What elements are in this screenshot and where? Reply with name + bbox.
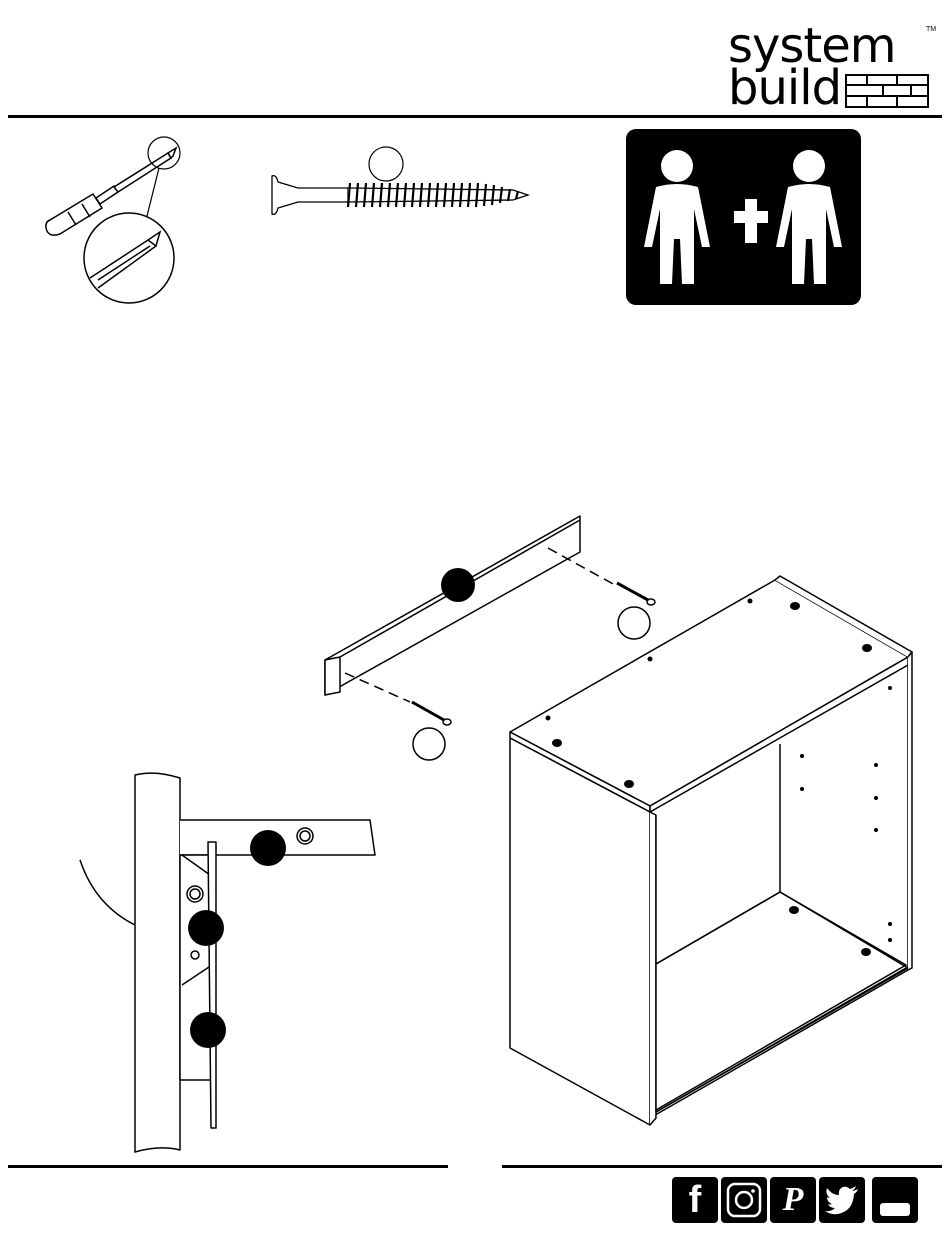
instagram-glyph xyxy=(725,1181,763,1219)
screw-part-right xyxy=(617,583,655,605)
footer-rule-left xyxy=(8,1165,448,1168)
facebook-glyph: f xyxy=(689,1179,702,1222)
wood-screw-icon xyxy=(268,146,532,220)
part-marker-detail-bottom xyxy=(190,1012,226,1048)
youtube-glyph xyxy=(877,1181,913,1219)
footer-rule-right xyxy=(502,1165,942,1168)
screw-part-left xyxy=(412,702,451,725)
twitter-glyph xyxy=(825,1185,859,1215)
brand-line-2: build xyxy=(728,68,841,108)
twitter-icon[interactable] xyxy=(819,1177,865,1223)
back-panel-part xyxy=(325,516,580,695)
cabinet-assembly-diagram xyxy=(0,500,950,1165)
instagram-icon[interactable] xyxy=(721,1177,767,1223)
two-person-assembly-icon xyxy=(626,129,861,305)
part-marker-back-panel xyxy=(441,568,475,602)
facebook-icon[interactable]: f xyxy=(672,1177,718,1223)
phillips-screwdriver-icon xyxy=(38,128,183,308)
pinterest-glyph: P xyxy=(783,1181,804,1219)
part-marker-detail-top xyxy=(250,830,286,866)
brand-logo: system build TM xyxy=(722,22,934,112)
youtube-icon[interactable] xyxy=(872,1177,918,1223)
screw-callout-right xyxy=(618,607,650,639)
header-rule xyxy=(8,115,942,118)
joint-detail-view xyxy=(80,773,375,1152)
pinterest-icon[interactable]: P xyxy=(770,1177,816,1223)
screw-callout-left xyxy=(413,728,445,760)
trademark-mark: TM xyxy=(926,26,936,33)
brick-logo-icon xyxy=(845,74,929,108)
part-marker-detail-middle xyxy=(188,910,224,946)
cabinet-box xyxy=(510,576,912,1125)
